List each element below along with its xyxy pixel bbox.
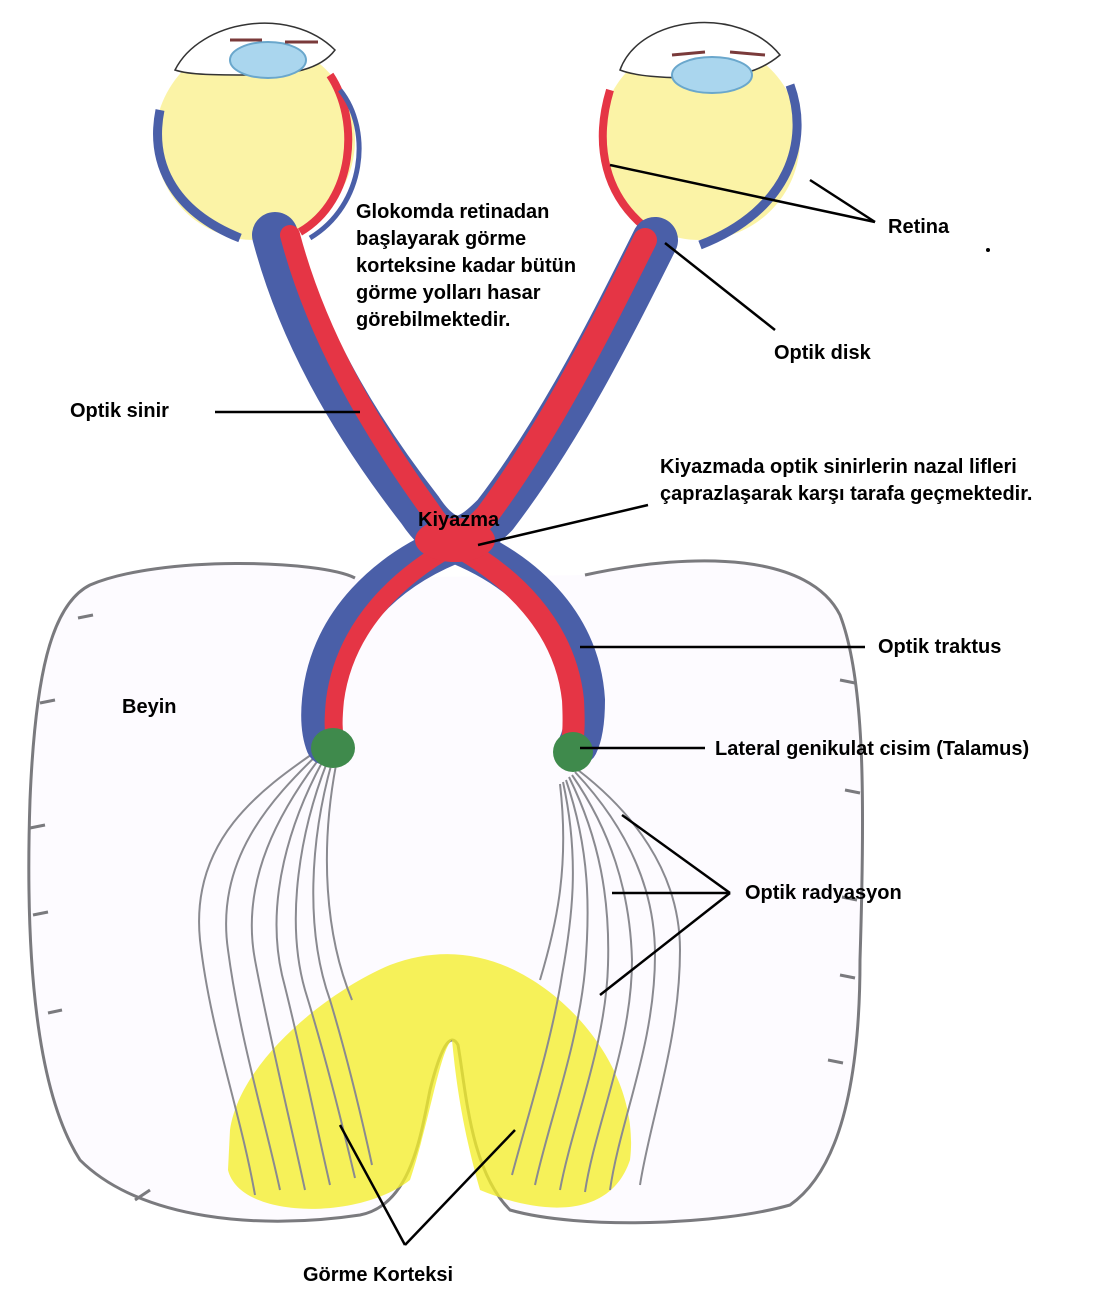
lgn-right — [553, 732, 593, 772]
note-kiyazma: Kiyazmada optik sinirlerin nazal lifleri… — [660, 454, 1035, 508]
label-optik-traktus: Optik traktus — [878, 634, 1001, 661]
label-lateral-genikulat: Lateral genikulat cisim (Talamus) — [715, 736, 1029, 763]
right-eye — [600, 23, 800, 245]
label-gorme-korteksi: Görme Korteksi — [303, 1262, 453, 1289]
label-optik-radyasyon: Optik radyasyon — [745, 880, 902, 907]
label-retina: Retina — [888, 214, 949, 241]
label-beyin: Beyin — [122, 694, 176, 721]
lgn-left — [311, 728, 355, 768]
note-glokom: Glokomda retinadan başlayarak görme kort… — [356, 199, 626, 334]
stray-dot — [986, 248, 990, 252]
label-kiyazma: Kiyazma — [418, 507, 499, 534]
label-optik-disk: Optik disk — [774, 340, 871, 367]
brain-outline — [29, 561, 863, 1223]
left-eye — [155, 23, 359, 240]
label-optik-sinir: Optik sinir — [70, 398, 169, 425]
